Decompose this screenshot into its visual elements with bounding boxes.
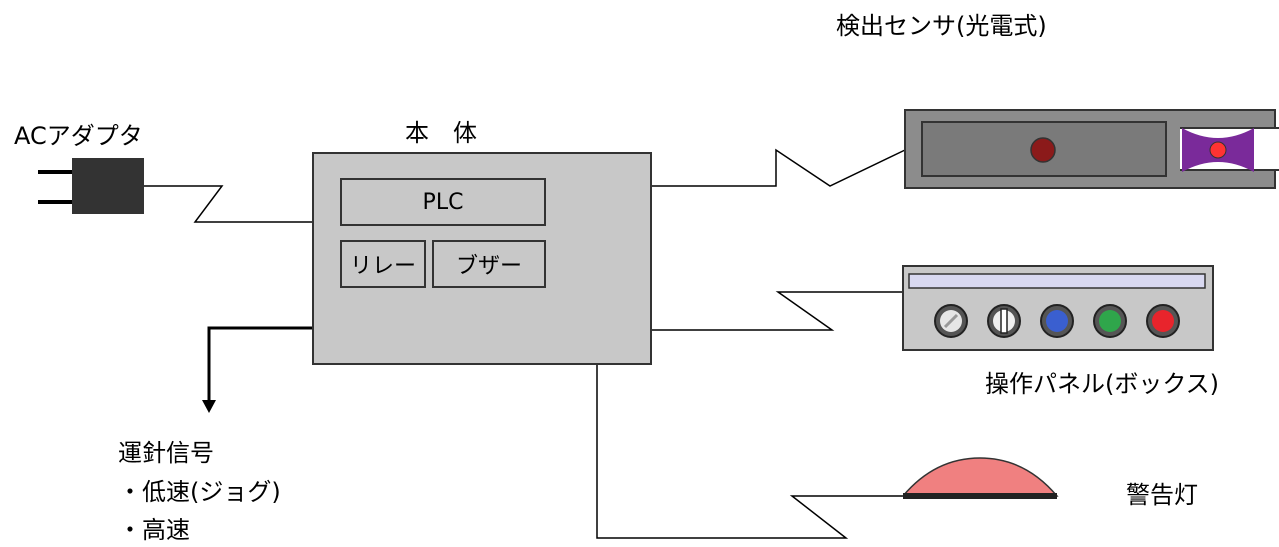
- needle-signal-arrow: [202, 326, 312, 413]
- panel-cable: [652, 291, 903, 331]
- sensor-lens: [1030, 137, 1056, 163]
- photoelectric-sensor-icon: [904, 109, 1279, 189]
- warning-light-cable: [596, 365, 903, 539]
- panel-button-red-icon: [1146, 304, 1180, 338]
- panel-button-blue-icon: [1040, 304, 1074, 338]
- main-body-label: 本 体: [405, 119, 477, 147]
- sensor-label: 検出センサ(光電式): [836, 12, 1047, 40]
- warning-light-label: 警告灯: [1126, 481, 1198, 509]
- panel-selector-switch-icon: [987, 304, 1021, 338]
- panel-button-white-icon: [934, 304, 968, 338]
- main-body-box: PLC リレー ブザー: [312, 152, 652, 365]
- plc-box: PLC: [340, 178, 546, 226]
- buzzer-box: ブザー: [432, 240, 546, 288]
- high-speed-label: ・高速: [118, 516, 190, 544]
- adapter-cable: [144, 185, 312, 223]
- needle-signal-label: 運針信号: [118, 439, 214, 467]
- warning-lamp-icon: [901, 457, 1059, 499]
- operation-panel-icon: [902, 265, 1214, 351]
- operation-panel-label: 操作パネル(ボックス): [985, 370, 1220, 398]
- low-speed-label: ・低速(ジョグ): [118, 478, 281, 506]
- sensor-cable: [652, 148, 906, 187]
- panel-button-green-icon: [1093, 304, 1127, 338]
- relay-box: リレー: [340, 240, 426, 288]
- ac-adapter-label: ACアダプタ: [14, 122, 143, 150]
- ac-adapter-plug-icon: [38, 158, 144, 214]
